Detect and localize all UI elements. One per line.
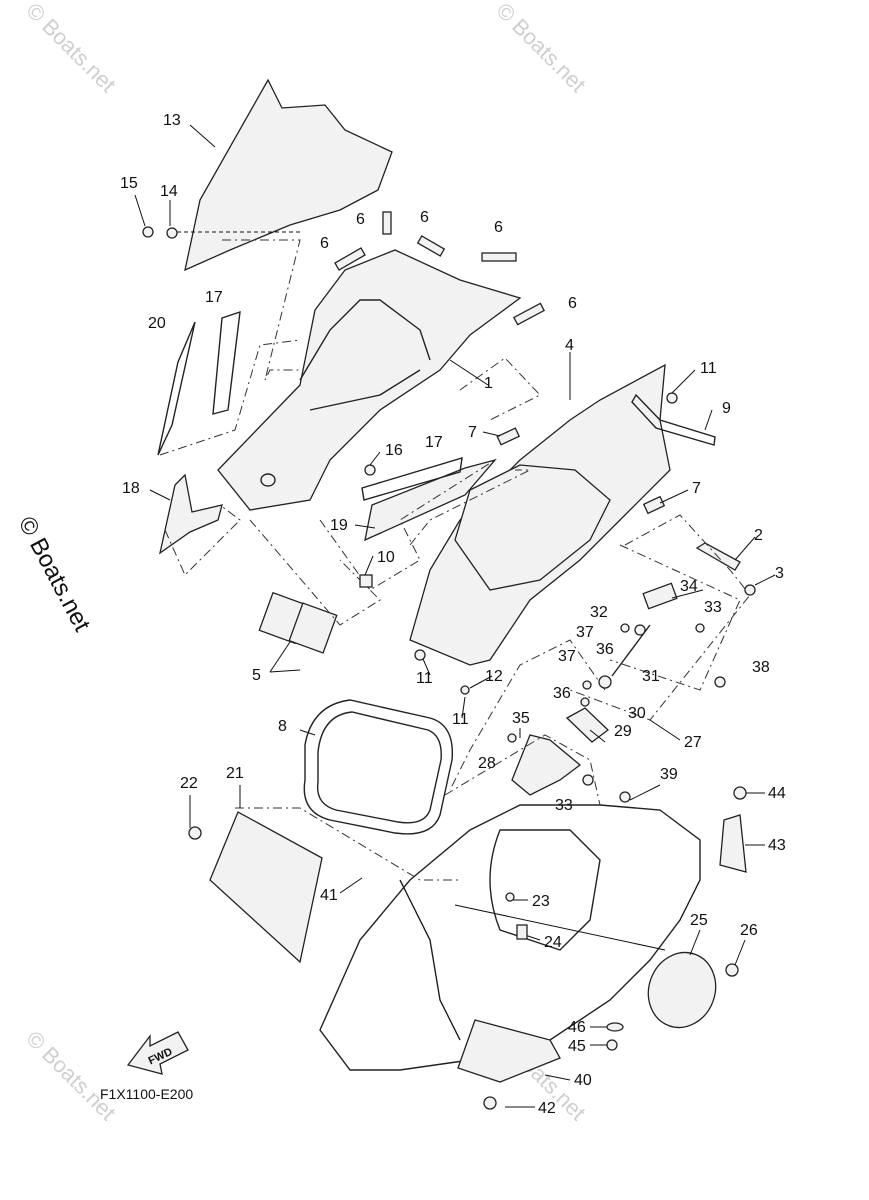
callout-36-a: 36: [596, 641, 614, 658]
callout-15: 15: [120, 175, 138, 192]
callout-5: 5: [252, 667, 261, 684]
part-hinge-arm: [511, 734, 582, 796]
callout-10: 10: [377, 549, 395, 566]
callout-24: 24: [544, 934, 562, 951]
hardware: [142, 226, 756, 1110]
callout-7-a: 7: [468, 424, 477, 441]
callout-6-a: 6: [356, 211, 365, 228]
callout-33-b: 33: [555, 797, 573, 814]
callout-21: 21: [226, 765, 244, 782]
callouts: 13 15 14 6 6 6 6 6 20 17 4 11 1 9 7 16 1…: [120, 112, 786, 1117]
figure-code: F1X1100-E200: [100, 1086, 193, 1102]
callout-46: 46: [568, 1019, 586, 1036]
callout-1: 1: [484, 375, 493, 392]
callout-6-e: 6: [568, 295, 577, 312]
part-side-strip: [364, 458, 497, 542]
callout-26: 26: [740, 922, 758, 939]
callout-37-a: 37: [576, 624, 594, 641]
callout-45: 45: [568, 1038, 586, 1055]
watermark-top-right: © Boats.net: [491, 0, 590, 97]
part-deck-strip: [631, 393, 716, 446]
part-top-deck: [217, 249, 522, 511]
callout-11-c: 11: [452, 711, 469, 728]
callout-19: 19: [330, 517, 348, 534]
watermark-side: © Boats.net: [13, 512, 96, 636]
callout-36-b: 36: [553, 685, 571, 702]
callout-39: 39: [660, 766, 678, 783]
callout-34: 34: [680, 578, 698, 595]
part-latch: [719, 814, 747, 873]
callout-11-a: 11: [700, 360, 717, 377]
callout-17-a: 17: [205, 289, 223, 306]
callout-17-b: 17: [425, 434, 443, 451]
callout-12: 12: [485, 668, 503, 685]
part-windshield: [184, 78, 393, 272]
callout-32: 32: [590, 604, 608, 621]
watermark-top-left: © Boats.net: [21, 0, 120, 97]
fwd-arrow-icon: [126, 1031, 189, 1075]
callout-20: 20: [148, 315, 166, 332]
callout-40: 40: [574, 1072, 592, 1089]
callout-44: 44: [768, 785, 786, 802]
callout-29: 29: [614, 723, 632, 740]
part-gasket: [303, 699, 454, 835]
callout-38: 38: [752, 659, 770, 676]
part-access-disc: [647, 951, 717, 1029]
callout-43: 43: [768, 837, 786, 854]
part-hull: [319, 804, 701, 1071]
callout-13: 13: [163, 112, 181, 129]
callout-31: 31: [642, 668, 660, 685]
callout-42: 42: [538, 1100, 556, 1117]
callout-6-b: 6: [420, 209, 429, 226]
callout-28: 28: [478, 755, 496, 772]
callout-30: 30: [628, 705, 646, 722]
part-side-trim-left: [157, 321, 196, 456]
callout-41: 41: [320, 887, 338, 904]
callout-9: 9: [722, 400, 731, 417]
callout-16: 16: [385, 442, 403, 459]
callout-8: 8: [278, 718, 287, 735]
callout-23: 23: [532, 893, 550, 910]
callout-37-b: 37: [558, 648, 576, 665]
callout-25: 25: [690, 912, 708, 929]
part-bracket: [457, 1019, 561, 1083]
callout-2: 2: [754, 527, 763, 544]
callout-11-b: 11: [416, 670, 433, 687]
callout-6-c: 6: [494, 219, 503, 236]
part-trim-strip: [212, 310, 241, 415]
part-bellows: [565, 707, 610, 743]
callout-33-a: 33: [704, 599, 722, 616]
parts-drawing: [126, 78, 747, 1083]
callout-18: 18: [122, 480, 140, 497]
part-front-trim: [159, 473, 223, 555]
callout-22: 22: [180, 775, 198, 792]
callout-14: 14: [160, 183, 178, 200]
callout-27: 27: [684, 734, 702, 751]
callout-6-d: 6: [320, 235, 329, 252]
callout-35: 35: [512, 710, 530, 727]
leader-lines: [134, 124, 776, 1108]
watermark-bottom-left: © Boats.net: [21, 1026, 120, 1125]
part-handle: [695, 542, 741, 571]
callout-4: 4: [565, 337, 574, 354]
callout-3: 3: [775, 565, 784, 582]
callout-7-b: 7: [692, 480, 701, 497]
part-cover-plate: [209, 811, 323, 964]
